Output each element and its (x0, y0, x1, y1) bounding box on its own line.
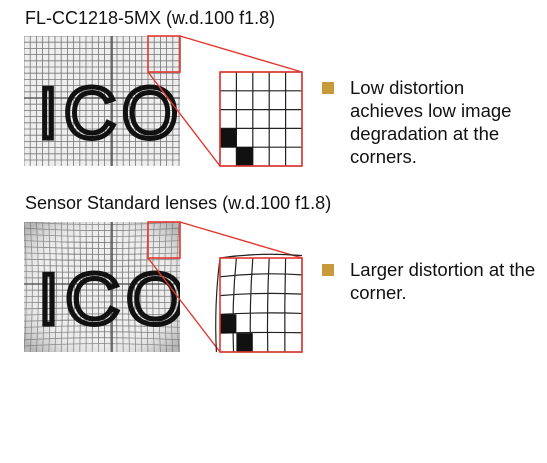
zoom-connector-line (147, 257, 221, 353)
zoom-grid-line (232, 257, 237, 353)
zoom-region-box (147, 35, 181, 73)
zoom-background (220, 258, 302, 352)
sample-letters: ICO (38, 259, 191, 340)
zoom-grid-line (219, 273, 303, 278)
caption-text: Larger distortion at the corner. (350, 259, 536, 303)
zoom-grid-line (215, 257, 221, 353)
zoom-frame (219, 257, 303, 353)
panel-heading: FL-CC1218-5MX (w.d.100 f1.8) (25, 8, 276, 28)
square-bullet-icon (322, 264, 334, 276)
black-cell (236, 147, 253, 166)
zoom-background (220, 72, 302, 166)
zoomed-corner (219, 71, 303, 167)
zoom-grid-line (219, 253, 303, 259)
vignette (24, 222, 180, 352)
zoomed-corner (215, 253, 303, 353)
sample-letters: ICO (38, 74, 184, 154)
zoom-connector-line (179, 35, 303, 73)
caption-item: Low distortion achieves low image degrad… (322, 76, 537, 168)
distortion-illustration: ICO (24, 35, 303, 167)
zoom-frame (219, 71, 303, 167)
black-cell (220, 128, 237, 148)
black-cell (236, 333, 253, 352)
zoom-grid-line (219, 312, 303, 315)
caption-item: Larger distortion at the corner. (322, 258, 537, 304)
zoom-grid-line (284, 257, 287, 353)
black-cell (220, 314, 237, 334)
zoom-grid-line (219, 292, 303, 297)
panel-heading: Sensor Standard lenses (w.d.100 f1.8) (25, 193, 332, 213)
zoom-grid-line (266, 257, 270, 353)
zoom-connector-line (179, 221, 303, 259)
grid-photo: ICO (24, 36, 184, 166)
grid-photo: ICO (24, 222, 191, 352)
square-bullet-icon (322, 82, 334, 94)
zoom-region-box (147, 221, 181, 259)
zoom-connector-line (147, 71, 221, 167)
caption-text: Low distortion achieves low image degrad… (350, 77, 512, 167)
